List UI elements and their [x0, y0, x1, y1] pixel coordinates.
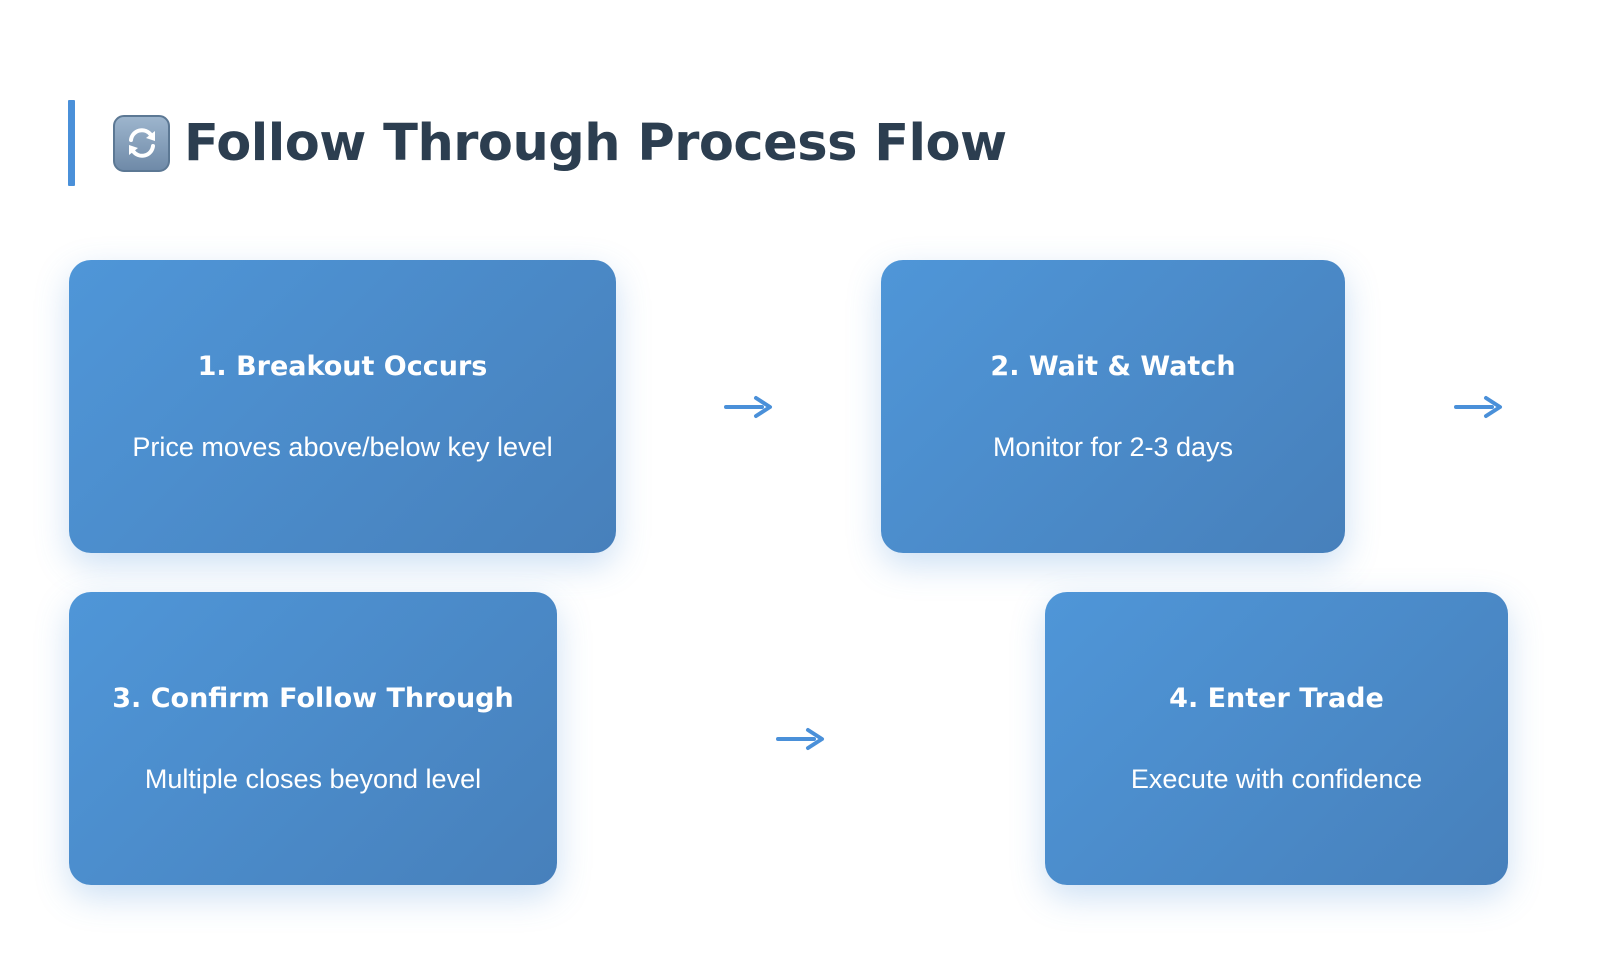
- step-card-enter-trade: 4. Enter Trade Execute with confidence: [1045, 592, 1508, 885]
- step-title: 1. Breakout Occurs: [197, 350, 488, 382]
- step-title: 2. Wait & Watch: [990, 350, 1236, 382]
- right-arrow-icon: [776, 724, 828, 754]
- step-description: Multiple closes beyond level: [144, 763, 482, 794]
- step-title: 4. Enter Trade: [1169, 682, 1384, 714]
- step-card-breakout-occurs: 1. Breakout Occurs Price moves above/bel…: [69, 260, 616, 553]
- page-title: Follow Through Process Flow: [184, 113, 1007, 173]
- step-title: 3. Confirm Follow Through: [112, 682, 514, 714]
- step-description: Execute with confidence: [1130, 763, 1423, 794]
- step-description: Price moves above/below key level: [132, 431, 553, 462]
- step-card-confirm-follow-through: 3. Confirm Follow Through Multiple close…: [69, 592, 557, 885]
- step-description: Monitor for 2-3 days: [992, 431, 1234, 462]
- counterclockwise-arrows-icon: [113, 114, 170, 172]
- page-header: Follow Through Process Flow: [113, 113, 1007, 173]
- right-arrow-icon: [724, 392, 776, 422]
- right-arrow-icon: [1454, 392, 1506, 422]
- step-card-wait-and-watch: 2. Wait & Watch Monitor for 2-3 days: [881, 260, 1345, 553]
- title-accent-bar: [68, 100, 75, 186]
